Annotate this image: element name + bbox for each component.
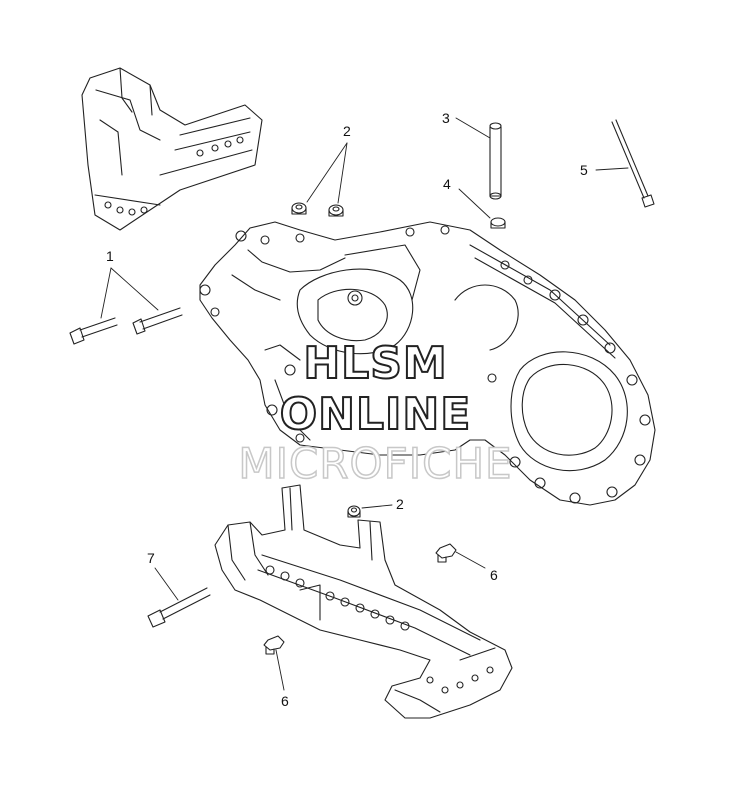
callout-6-lower: 6 bbox=[281, 693, 289, 709]
callout-7: 7 bbox=[147, 550, 155, 566]
cap-plug bbox=[490, 217, 506, 229]
callout-2-lower: 2 bbox=[396, 496, 404, 512]
watermark-line-3: MICROFICHE bbox=[238, 439, 513, 488]
flange-nut-lower bbox=[347, 505, 361, 518]
leader-lines bbox=[100, 117, 629, 691]
short-bolt-lower bbox=[263, 635, 285, 655]
dowel-pin bbox=[489, 122, 502, 200]
callout-3: 3 bbox=[442, 110, 450, 126]
transfer-case-housing bbox=[199, 221, 656, 506]
long-bolt bbox=[611, 119, 655, 208]
watermark-line-1: HLSM bbox=[302, 338, 448, 389]
callout-4: 4 bbox=[443, 176, 451, 192]
short-bolt-right bbox=[435, 543, 457, 563]
flange-nut-pair bbox=[291, 202, 344, 217]
callout-2-upper: 2 bbox=[343, 123, 351, 139]
mount-bolt-pair bbox=[69, 307, 183, 345]
upper-mount-bracket bbox=[81, 67, 263, 231]
crossmember-bolt bbox=[147, 587, 211, 628]
callout-5: 5 bbox=[580, 162, 588, 178]
lower-crossmember bbox=[214, 484, 513, 719]
watermark-line-2: ONLINE bbox=[279, 389, 472, 440]
callout-1: 1 bbox=[106, 248, 114, 264]
callout-6-right: 6 bbox=[490, 567, 498, 583]
